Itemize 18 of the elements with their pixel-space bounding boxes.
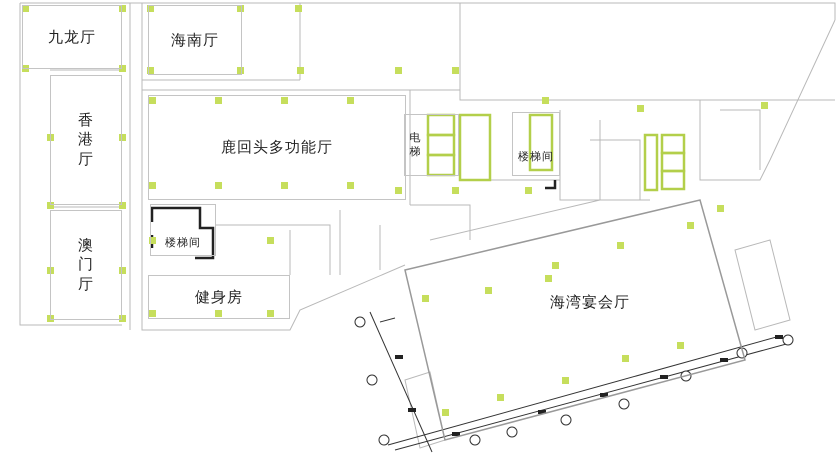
room-outline: [50, 75, 122, 205]
room-name: 健身房: [195, 288, 243, 306]
room-name: 电梯: [409, 130, 422, 160]
room-name: 海湾宴会厅: [550, 292, 630, 312]
room-name: 楼梯间: [165, 234, 201, 250]
room-outline: [22, 5, 122, 69]
room-name: 九龙厅: [48, 28, 96, 46]
room-name: 香港厅: [77, 110, 95, 170]
room-outline: [404, 114, 459, 176]
room-outline: [148, 275, 290, 319]
room-outline: [50, 210, 122, 320]
room-outline: [150, 204, 216, 256]
room-name: 海南厅: [171, 30, 219, 50]
room-name: 澳门厅: [77, 236, 95, 294]
room-name: 鹿回头多功能厅: [221, 138, 333, 157]
room-outline: [148, 95, 406, 200]
room-outline: [148, 5, 242, 75]
room-outline: [512, 112, 560, 176]
